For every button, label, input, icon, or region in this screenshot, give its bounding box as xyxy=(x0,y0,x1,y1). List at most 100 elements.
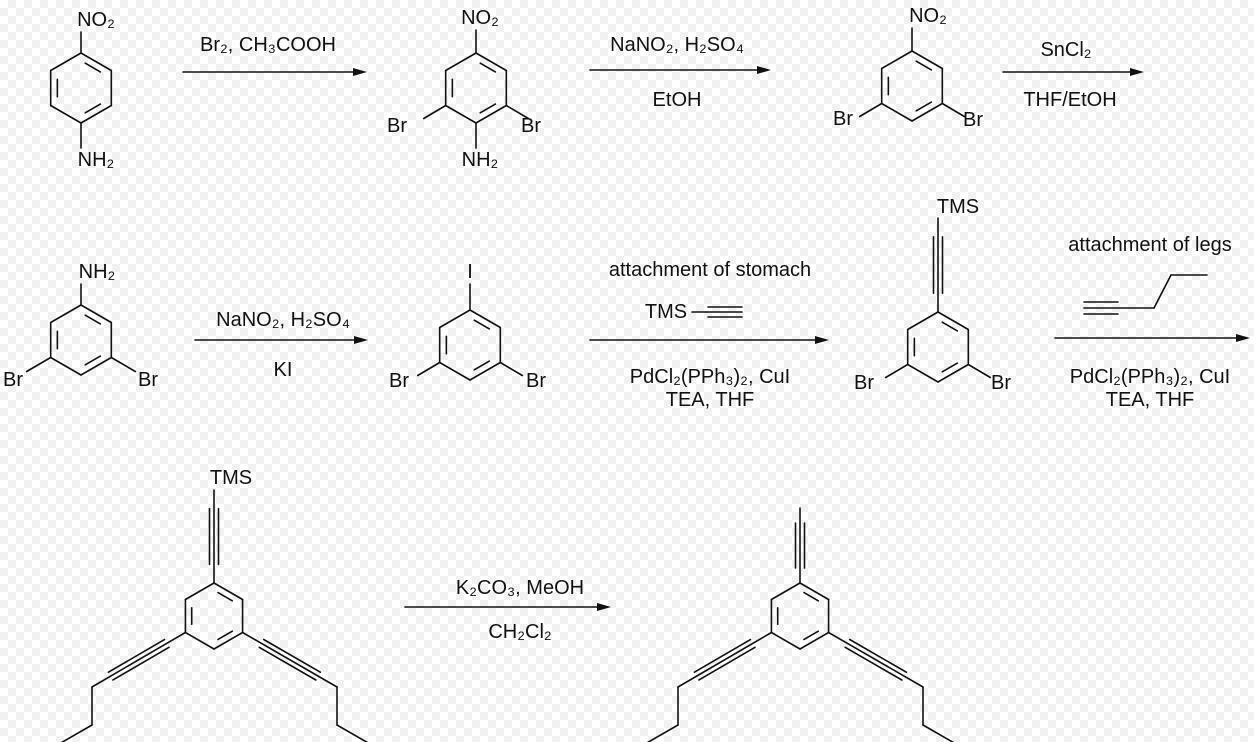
step6-note: attachment of legs xyxy=(1068,234,1232,256)
mol6-double-bond xyxy=(941,362,959,373)
mol2-ring-bond xyxy=(475,104,508,124)
bond xyxy=(858,102,883,118)
arrow-step5-head xyxy=(815,336,829,344)
mol7-ring-bond xyxy=(213,582,244,601)
mol6-double-bond xyxy=(941,321,959,332)
mol7-chain xyxy=(336,724,369,742)
mol8-alkyne-left xyxy=(693,638,752,674)
step3-reagent: SnCl₂ xyxy=(1040,39,1092,61)
mol4-nh2-label: NH₂ xyxy=(78,261,116,283)
bond xyxy=(110,356,137,373)
step4-reagent: NaNO₂, H₂SO₄ xyxy=(216,309,350,331)
mol5-ring-bond xyxy=(469,309,502,329)
step2-reagent: NaNO₂, H₂SO₄ xyxy=(610,34,744,56)
mol8-double-bond xyxy=(803,591,820,602)
arrow-step3-head xyxy=(1130,68,1144,76)
mol7-alkyne-left xyxy=(107,638,166,674)
mol8-alkyne-left xyxy=(677,631,773,688)
bond xyxy=(884,363,909,379)
mol7-double-bond xyxy=(217,630,234,641)
mol5-ring-bond xyxy=(469,361,502,381)
step5-tms-label: TMS xyxy=(644,301,688,323)
mol8-chain xyxy=(922,724,955,742)
bond xyxy=(967,363,992,379)
mol4-br-right: Br xyxy=(138,369,158,391)
mol8-double-bond xyxy=(803,630,820,641)
step6-catalyst: PdCl₂(PPh₃)₂, CuI xyxy=(1069,366,1231,388)
arrow-step7-head xyxy=(597,603,611,611)
mol5-double-bond xyxy=(473,319,491,330)
step3-solvent: THF/EtOH xyxy=(1023,89,1117,111)
arrow-step2-head xyxy=(757,66,771,74)
mol6-ring-bond xyxy=(937,311,970,331)
pentyne-reagent xyxy=(1153,274,1172,309)
mol1-ring-bond xyxy=(49,104,82,124)
mol8-alkyne-right xyxy=(827,631,924,688)
mol2-br-right: Br xyxy=(521,115,541,137)
mol4-ring-bond xyxy=(80,356,113,376)
mol7-alkyne-right xyxy=(241,631,338,688)
mol3-no2-label: NO₂ xyxy=(909,5,947,27)
mol3-ring-bond xyxy=(880,50,913,70)
mol1-ring-bond xyxy=(80,104,113,124)
mol7-alkyne-right xyxy=(258,646,317,681)
bond xyxy=(505,104,530,120)
mol2-double-bond xyxy=(479,103,497,114)
mol5-br-right: Br xyxy=(526,370,546,392)
mol7-chain xyxy=(60,724,93,742)
mol1-double-bond xyxy=(84,103,102,114)
bond xyxy=(416,361,441,377)
mol4-br-left: Br xyxy=(3,369,23,391)
mol1-nh2-label: NH₂ xyxy=(77,149,115,171)
mol6-br-right: Br xyxy=(991,372,1011,394)
mol3-br-left: Br xyxy=(833,108,853,130)
bond xyxy=(499,361,524,377)
step6-solvent: TEA, THF xyxy=(1105,389,1195,411)
arrow-step6-head xyxy=(1236,334,1250,342)
mol8-ring-bond xyxy=(770,582,801,601)
mol7-alkyne-left xyxy=(91,631,187,688)
mol8-alkyne-left xyxy=(698,646,756,681)
mol2-ring-bond xyxy=(444,104,477,124)
mol2-no2-label: NO₂ xyxy=(461,7,499,29)
mol4-ring-bond xyxy=(49,304,82,324)
step5-note: attachment of stomach xyxy=(608,259,812,281)
mol2-br-left: Br xyxy=(387,115,407,137)
step4-reagent2: KI xyxy=(273,359,293,381)
arrow-step1-head xyxy=(353,68,367,76)
mol7-double-bond xyxy=(217,591,234,602)
mol4-double-bond xyxy=(84,355,102,366)
mol8-ring-bond xyxy=(799,582,830,601)
mol5-iodo-label: I xyxy=(467,261,473,283)
mol7-tms-label: TMS xyxy=(209,467,253,489)
mol3-ring-bond xyxy=(911,102,944,122)
mol8-alkyne-right xyxy=(844,646,903,681)
mol8-alkyne-right xyxy=(848,638,908,674)
mol1-ring-bond xyxy=(80,52,113,72)
mol4-ring-bond xyxy=(49,356,82,376)
step7-reagent: K₂CO₃, MeOH xyxy=(455,577,585,599)
bond xyxy=(941,102,966,118)
mol6-ring-bond xyxy=(906,363,939,383)
mol1-double-bond xyxy=(84,62,102,73)
mol8-ring-bond xyxy=(799,631,830,650)
mol3-ring-bond xyxy=(911,50,944,70)
mol2-ring-bond xyxy=(444,52,477,72)
mol3-ring-bond xyxy=(880,102,913,122)
mol5-ring-bond xyxy=(438,309,471,329)
mol8-chain xyxy=(646,724,679,742)
mol7-alkyne-right xyxy=(262,638,322,674)
mol3-double-bond xyxy=(915,60,933,71)
mol2-double-bond xyxy=(479,62,497,73)
bond xyxy=(25,356,52,373)
mol7-ring-bond xyxy=(184,631,215,650)
mol2-ring-bond xyxy=(475,52,508,72)
step5-solvent: TEA, THF xyxy=(665,389,755,411)
mol5-double-bond xyxy=(473,360,491,371)
mol1-no2-label: NO₂ xyxy=(77,9,115,31)
mol7-alkyne-left xyxy=(112,646,170,681)
mol2-nh2-label: NH₂ xyxy=(461,149,499,171)
bond xyxy=(422,104,447,120)
mol3-br-right: Br xyxy=(963,109,983,131)
